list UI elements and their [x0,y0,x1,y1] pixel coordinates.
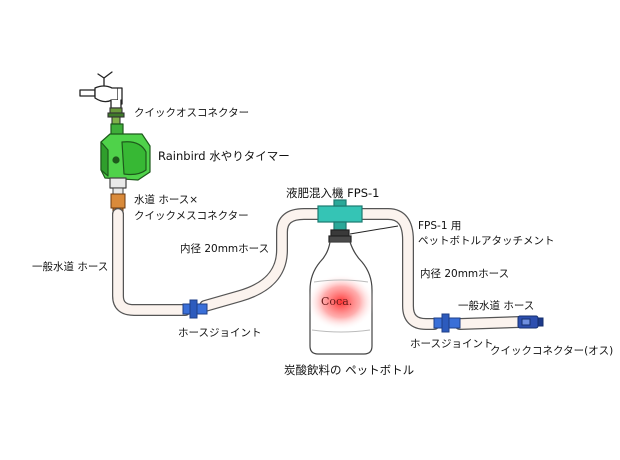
hose-joint-right-label: ホースジョイント [410,338,494,350]
hose-joint-right-icon [433,313,461,333]
general-hose-left-label: 一般水道 ホース [32,261,109,273]
attachment-label: FPS-1 用 ペットボトルアタッチメント [418,220,555,247]
bottle-caption: 炭酸飲料の ペットボトル [284,363,415,377]
faucet-icon [79,71,123,109]
attachment-label-line2: ペットボトルアタッチメント [418,235,555,247]
attachment-leader-line [349,225,399,235]
inner-dia-left-label: 内径 20mmホース [180,243,270,255]
mixer-label: 液肥混入機 FPS-1 [286,186,380,200]
faucet-hose-label-line1: 水道 ホース× [134,194,199,206]
general-hose-right-label: 一般水道 ホース [458,300,535,312]
quick-connector-end-label: クイックコネクター(オス) [490,345,614,357]
hose-lines [112,208,526,330]
mixer-icon [317,199,363,243]
bottle-brand-label: Coca. [321,295,353,308]
bottle-icon [307,241,375,355]
timer-label: Rainbird 水やりタイマー [158,149,290,163]
hose-joint-left-label: ホースジョイント [178,327,262,339]
faucet-hose-label: 水道 ホース× クイックメスコネクター [134,194,249,222]
quick-connector-icon [107,107,125,125]
timer-icon [100,123,151,189]
faucet-hose-label-line2: クイックメスコネクター [134,210,249,222]
inner-dia-right-label: 内径 20mmホース [420,268,510,280]
attachment-label-line1: FPS-1 用 [418,220,462,232]
quick-connector-male-label: クイックオスコネクター [134,107,250,119]
quick-connector-end-icon [517,315,544,329]
hose-joint-icon [182,299,208,319]
